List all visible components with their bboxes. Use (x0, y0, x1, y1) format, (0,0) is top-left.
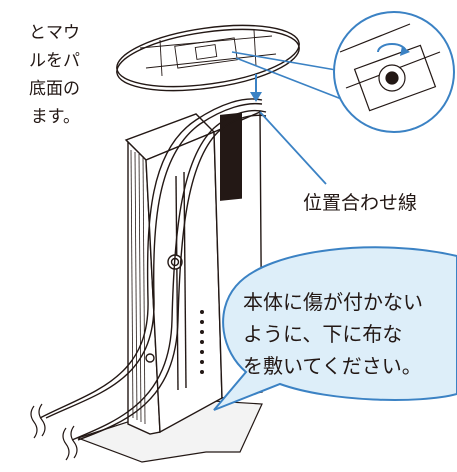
cable-end-marks (30, 403, 78, 461)
instruction-line: 底面の (29, 79, 80, 99)
instruction-line: ルをパ (29, 51, 80, 71)
pc-tower (124, 110, 263, 435)
callout-text: 本体に傷が付かない ように、下に布な を敷いてください。 (243, 286, 423, 382)
callout-bubble (213, 246, 457, 411)
callout-line: ように、下に布な (243, 322, 403, 346)
instruction-line: とマウ (29, 23, 80, 43)
cables (39, 98, 267, 441)
alignment-leader (259, 111, 327, 185)
callout-line: 本体に傷が付かない (243, 290, 423, 314)
stand-base (116, 24, 300, 92)
instruction-line: ます。 (30, 107, 80, 127)
alignment-line-label: 位置合わせ線 (303, 192, 418, 214)
mount-arrow (250, 74, 262, 102)
vent-grille (220, 112, 242, 201)
detail-magnifier (231, 11, 455, 133)
instruction-text: とマウ ルをパ 底面の ます。 (0, 19, 80, 131)
callout-line: を敷いてください。 (243, 354, 422, 378)
